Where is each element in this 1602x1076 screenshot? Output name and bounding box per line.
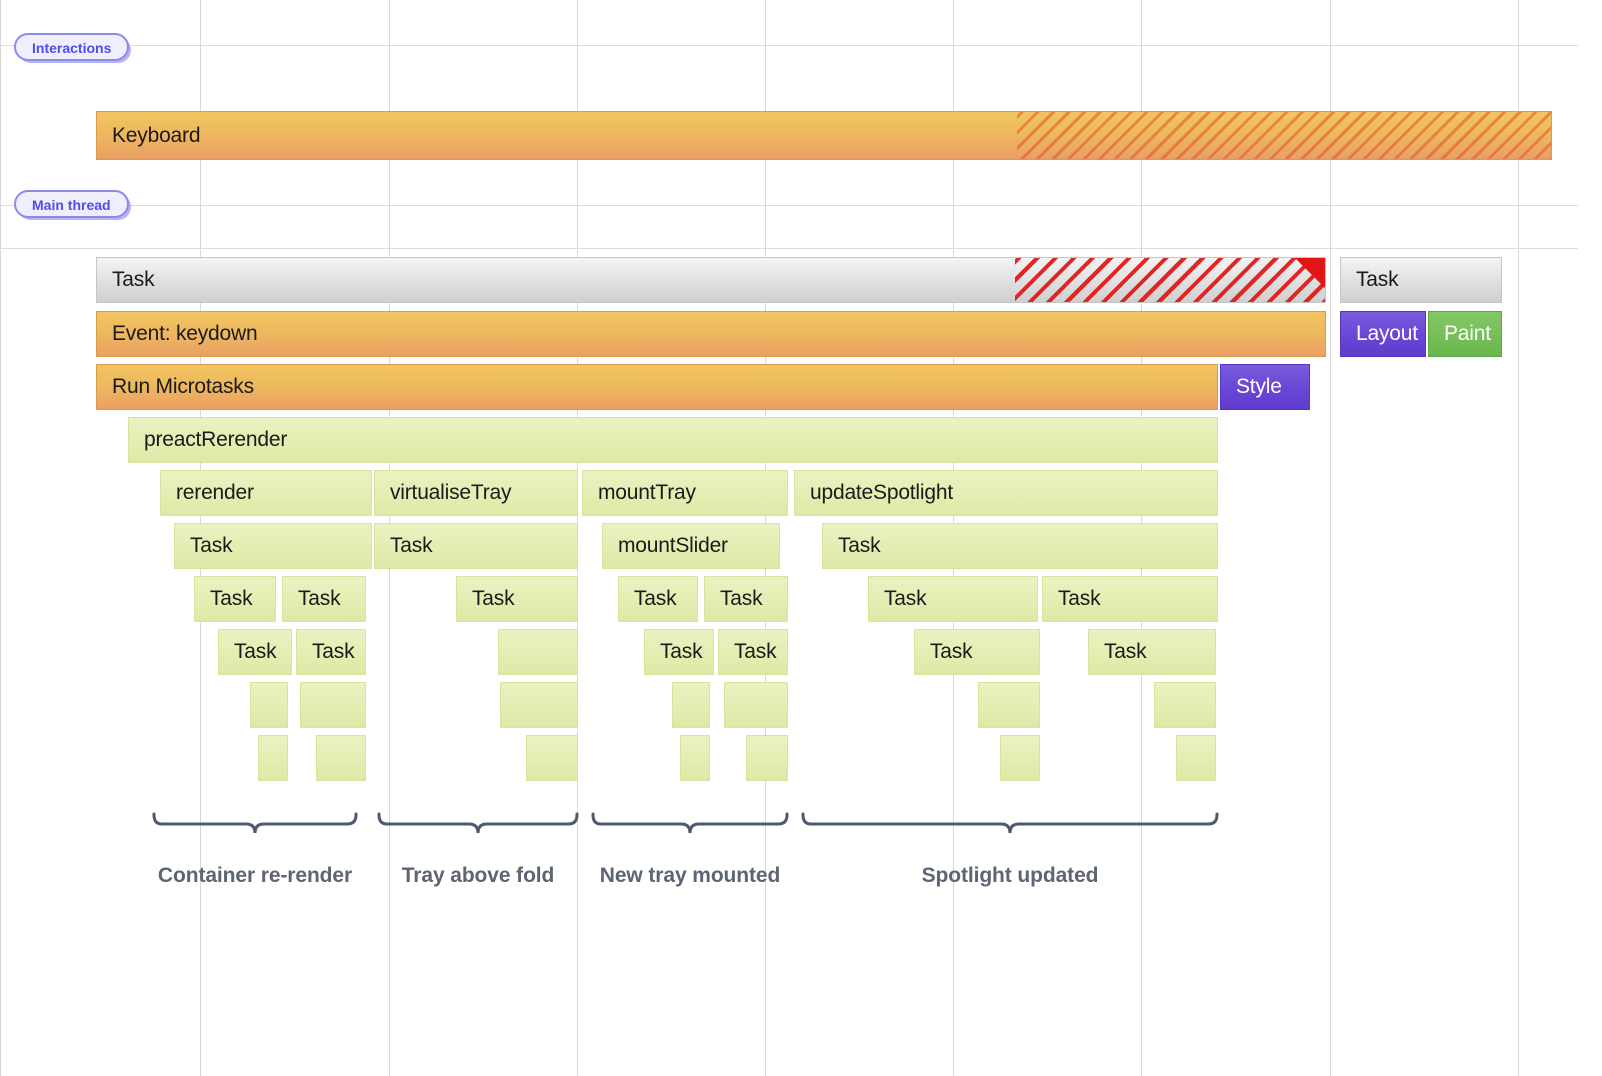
bar-label: Task (1058, 587, 1101, 610)
flame-bar-4-rerender[interactable]: rerender (160, 470, 372, 516)
flame-bar-9-block-0[interactable] (258, 735, 288, 781)
flame-bar-9-block-6[interactable] (1176, 735, 1216, 781)
section-bracket-spotlight-updated (801, 812, 1219, 834)
gridline-vertical-0 (0, 0, 1, 1076)
bar-label: mountSlider (618, 534, 728, 557)
flame-bar-6-task[interactable]: Task (282, 576, 366, 622)
bar-label: Task (1104, 640, 1147, 663)
gridline-horizontal-1 (0, 205, 1578, 206)
flame-bar-7-task[interactable]: Task (218, 629, 292, 675)
flame-bar-9-block-3[interactable] (680, 735, 710, 781)
flame-bar-8-block-0[interactable] (250, 682, 288, 728)
flame-bar-9-block-1[interactable] (316, 735, 366, 781)
flame-bar-5-task[interactable]: Task (374, 523, 578, 569)
track-label-main-thread[interactable]: Main thread (14, 190, 129, 218)
flame-bar-2-run-microtasks[interactable]: Run Microtasks (96, 364, 1218, 410)
flame-bar-1-event-keydown[interactable]: Event: keydown (96, 311, 1326, 357)
hatch-overlay-orange (1017, 112, 1551, 159)
flame-bar-8-block-2[interactable] (500, 682, 578, 728)
bar-label: Task (234, 640, 277, 663)
flame-bar-9-block-5[interactable] (1000, 735, 1040, 781)
gridline-horizontal-2 (0, 248, 1578, 249)
flame-bar-6-task[interactable]: Task (456, 576, 578, 622)
track-label-text: Main thread (32, 197, 111, 213)
flame-bar-6-task[interactable]: Task (194, 576, 276, 622)
long-task-warning-icon (1295, 258, 1325, 290)
flame-bar-6-task[interactable]: Task (868, 576, 1038, 622)
flame-bar-5-task[interactable]: Task (822, 523, 1218, 569)
section-bracket-tray-above-fold (377, 812, 579, 834)
bar-label: preactRerender (144, 428, 288, 451)
bar-label: virtualiseTray (390, 481, 512, 504)
section-caption-tray-above-fold: Tray above fold (401, 864, 555, 887)
bar-label: mountTray (598, 481, 696, 504)
flame-bar-8-block-5[interactable] (978, 682, 1040, 728)
flame-bar-8-block-4[interactable] (724, 682, 788, 728)
flame-bar-5-task[interactable]: Task (174, 523, 372, 569)
track-label-text: Interactions (32, 40, 112, 56)
flame-bar-3-preactrerender[interactable]: preactRerender (128, 417, 1218, 463)
bar-label: Task (884, 587, 927, 610)
flame-bar-4-updatespotlight[interactable]: updateSpotlight (794, 470, 1218, 516)
bar-label: Task (720, 587, 763, 610)
flame-bar-7-task[interactable]: Task (914, 629, 1040, 675)
flame-bar-6-task[interactable]: Task (618, 576, 698, 622)
flame-bar-5-mountslider[interactable]: mountSlider (602, 523, 780, 569)
bar-label: Task (390, 534, 433, 557)
bar-label: Task (734, 640, 777, 663)
bar-label: Task (190, 534, 233, 557)
bar-label: Task (838, 534, 881, 557)
bar-label: Task (634, 587, 677, 610)
bar-label: Task (660, 640, 703, 663)
flame-bar-1-paint[interactable]: Paint (1428, 311, 1502, 357)
flame-bar-9-block-4[interactable] (746, 735, 788, 781)
track-label-interactions[interactable]: Interactions (14, 33, 130, 61)
flame-bar-2-style[interactable]: Style (1220, 364, 1310, 410)
flame-bar-1-layout[interactable]: Layout (1340, 311, 1426, 357)
flame-bar-4-mounttray[interactable]: mountTray (582, 470, 788, 516)
bar-label: Run Microtasks (112, 375, 254, 398)
bar-label: Task (930, 640, 973, 663)
bar-label: Task (312, 640, 355, 663)
flame-bar-7-block-2[interactable] (498, 629, 578, 675)
bar-label: Task (298, 587, 341, 610)
bar-label: Layout (1356, 322, 1418, 345)
bar-label: Style (1236, 375, 1282, 398)
bar-label: rerender (176, 481, 254, 504)
flame-bar-0-task[interactable]: Task (96, 257, 1326, 303)
flame-bar-8-block-6[interactable] (1154, 682, 1216, 728)
flame-bar-0-task[interactable]: Task (1340, 257, 1502, 303)
bar-label: Task (1356, 268, 1399, 291)
flame-bar-7-task[interactable]: Task (644, 629, 714, 675)
bar-label: updateSpotlight (810, 481, 953, 504)
bar-label: Keyboard (112, 123, 201, 147)
flame-bar-7-task[interactable]: Task (1088, 629, 1216, 675)
flame-bar-7-task[interactable]: Task (718, 629, 788, 675)
flame-bar-8-block-3[interactable] (672, 682, 710, 728)
interaction-bar-keyboard[interactable]: Keyboard (96, 111, 1552, 160)
gridline-horizontal-0 (0, 45, 1578, 46)
gridline-vertical-8 (1518, 0, 1519, 1076)
gridline-vertical-7 (1330, 0, 1331, 1076)
section-caption-container-re-render: Container re-render (157, 864, 353, 887)
flame-bar-7-task[interactable]: Task (296, 629, 366, 675)
flame-bar-4-virtualisetray[interactable]: virtualiseTray (374, 470, 578, 516)
flame-bar-6-task[interactable]: Task (1042, 576, 1218, 622)
bar-label: Task (472, 587, 515, 610)
bar-label: Paint (1444, 322, 1491, 345)
flame-bar-9-block-2[interactable] (526, 735, 578, 781)
flame-bar-8-block-1[interactable] (300, 682, 366, 728)
section-bracket-new-tray-mounted (591, 812, 789, 834)
bar-label: Task (112, 268, 155, 291)
section-bracket-container-re-render (152, 812, 358, 834)
bar-label: Task (210, 587, 253, 610)
section-caption-spotlight-updated: Spotlight updated (921, 864, 1099, 887)
hatch-overlay-red (1015, 258, 1325, 302)
section-caption-new-tray-mounted: New tray mounted (599, 864, 781, 887)
flame-bar-6-task[interactable]: Task (704, 576, 788, 622)
bar-label: Event: keydown (112, 322, 258, 345)
